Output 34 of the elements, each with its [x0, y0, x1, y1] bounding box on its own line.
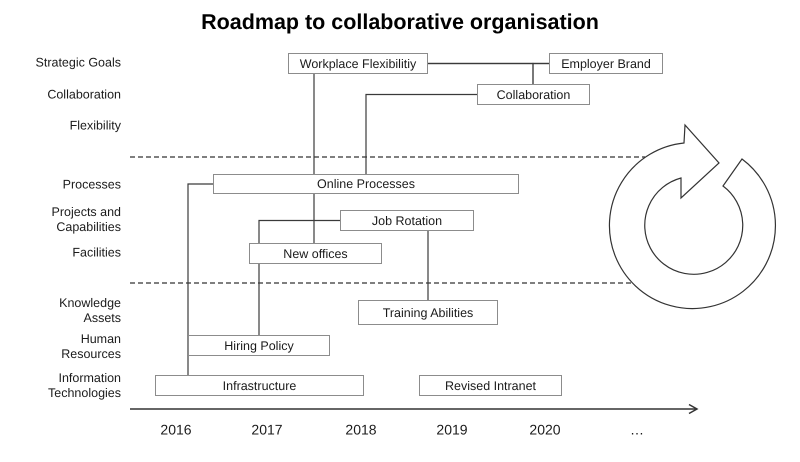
row-label: Collaboration	[47, 88, 121, 102]
year-label: 2018	[345, 422, 377, 438]
connector-line	[187, 183, 213, 375]
row-label: Strategic Goals	[36, 56, 121, 70]
row-label: Flexibility	[70, 118, 121, 134]
milestone-box: Revised Intranet	[419, 375, 562, 396]
milestone-box: Hiring Policy	[188, 335, 330, 356]
ellipsis-label: …	[630, 422, 644, 438]
milestone-box: Employer Brand	[549, 53, 663, 74]
connector-line	[258, 220, 340, 243]
milestone-box: Infrastructure	[155, 375, 364, 396]
row-label: Facilities	[72, 246, 121, 260]
year-label: 2016	[160, 422, 192, 438]
year-label: 2017	[251, 422, 283, 438]
connector-line	[313, 194, 315, 243]
diagram-title: Roadmap to collaborative organisation	[201, 9, 599, 36]
milestone-box: Collaboration	[477, 84, 590, 105]
milestone-box: Workplace Flexibilitiy	[288, 53, 428, 74]
row-label: Projects and Capabilities	[50, 205, 121, 235]
connector-line	[427, 231, 429, 300]
year-label: 2020	[529, 422, 561, 438]
connector-line	[365, 94, 477, 174]
milestone-box: Job Rotation	[340, 210, 474, 231]
row-label: Knowledge Assets	[58, 296, 121, 326]
row-label: Processes	[62, 178, 121, 192]
row-label: Information Technologies	[47, 371, 121, 401]
connector-line	[532, 62, 549, 84]
connector-line	[258, 264, 260, 335]
milestone-box: Training Abilities	[358, 300, 498, 325]
connector-line	[313, 74, 315, 174]
year-label: 2019	[436, 422, 468, 438]
milestone-box: Online Processes	[213, 174, 519, 194]
milestone-box: New offices	[249, 243, 382, 264]
row-label: Human Resources	[60, 332, 121, 362]
